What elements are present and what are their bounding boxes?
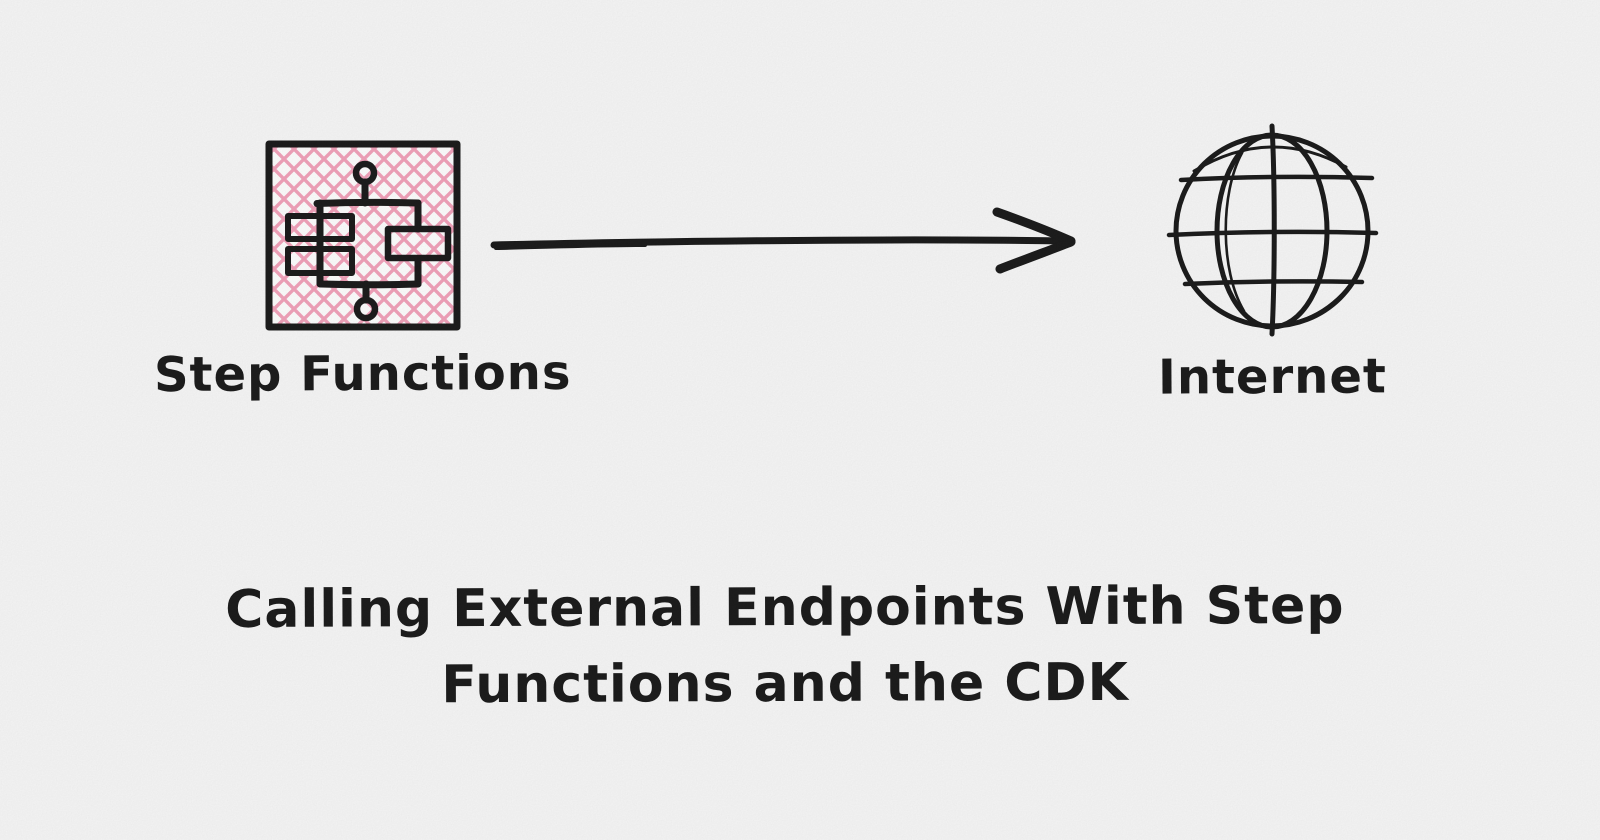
- node-label-step-functions: Step Functions: [154, 344, 572, 404]
- aws-step-functions-icon: [265, 140, 461, 331]
- caption-line-2: Functions and the CDK: [441, 652, 1130, 716]
- node-label-internet: Internet: [1157, 348, 1387, 406]
- node-internet[interactable]: Internet: [1051, 121, 1493, 406]
- connector-arrow-icon[interactable]: [485, 195, 1085, 290]
- globe-icon: [1166, 123, 1379, 337]
- caption-line-1: Calling External Endpoints With Step: [225, 576, 1345, 640]
- diagram-caption[interactable]: Calling External Endpoints With Step Fun…: [185, 568, 1386, 724]
